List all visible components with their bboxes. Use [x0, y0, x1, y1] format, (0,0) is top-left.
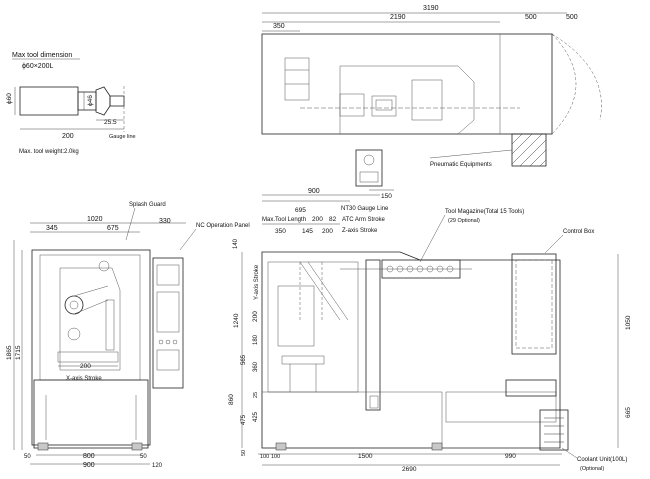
dim-900-top: 900	[308, 188, 320, 195]
dim-800: 800	[83, 453, 95, 460]
atc-stroke-label: ATC Arm Stroke	[342, 217, 386, 223]
dim-475: 475	[241, 414, 247, 425]
dim-675: 675	[107, 225, 119, 232]
tool-dia-outer: ϕ60	[6, 93, 13, 104]
dim-50b: 50	[140, 454, 147, 460]
tool-len-200: 200	[62, 133, 74, 140]
dim-150: 150	[381, 193, 392, 200]
pneumatic-label: Pneumatic Equipments	[430, 162, 492, 168]
dim-120: 120	[152, 463, 163, 469]
dim-425: 425	[253, 411, 259, 422]
dim-860: 860	[228, 394, 235, 405]
dim-180: 180	[253, 334, 259, 345]
dim-100a: 100	[260, 454, 269, 460]
dim-1865: 1865	[6, 345, 13, 360]
dim-500a: 500	[525, 14, 537, 21]
nt30-label: NT30 Gauge Line	[341, 206, 389, 212]
dim-82: 82	[329, 216, 337, 223]
coolant-optional: (Optional)	[580, 466, 604, 472]
dim-665: 665	[625, 407, 632, 418]
dim-3190: 3190	[423, 5, 439, 12]
tool-gauge-line: Gauge line	[109, 134, 136, 140]
tool-weight: Max. tool weight:2.0kg	[19, 149, 79, 155]
dim-2690: 2690	[402, 466, 417, 473]
dim-1050: 1050	[625, 315, 632, 330]
top-view: 3190 2190 500 500 350 Pneumatic Equipmen…	[261, 5, 602, 200]
dim-900-front: 900	[83, 462, 95, 469]
dim-360: 360	[253, 361, 259, 372]
control-box-label: Control Box	[563, 229, 594, 235]
dim-140: 140	[233, 238, 239, 249]
dim-25: 25	[253, 392, 259, 398]
y-stroke-label: Y-axis Stroke	[254, 264, 260, 300]
x-stroke-label: X-axis Stroke	[66, 376, 102, 382]
dim-990: 990	[505, 453, 516, 460]
dim-200a: 200	[312, 216, 323, 223]
dim-695: 695	[295, 207, 306, 214]
tool-magazine-label: Tool Magazine(Total 15 Tools)	[445, 209, 524, 215]
dim-1240: 1240	[233, 313, 240, 328]
max-tool-length-label: Max.Tool Length	[262, 217, 306, 223]
side-view: 695 NT30 Gauge Line Max.Tool Length 200 …	[228, 200, 632, 473]
dim-350: 350	[273, 23, 285, 30]
coolant-label: Coolant Unit(100L)	[577, 457, 627, 463]
nc-panel-label: NC Operation Panel	[196, 223, 250, 229]
front-view: 1020 330 345 675 Splash Guard NC Operati…	[6, 202, 250, 469]
dim-565: 565	[241, 354, 247, 365]
dim-350-side: 350	[275, 228, 286, 235]
tool-len-25: 25.5	[104, 119, 117, 126]
z-stroke-label: Z-axis Stroke	[342, 228, 378, 234]
dim-345: 345	[46, 225, 58, 232]
dim-1715: 1715	[15, 345, 22, 360]
dim-200c: 200	[252, 311, 259, 322]
optional-29-label: (29 Optional)	[448, 218, 480, 224]
dim-500b: 500	[566, 14, 578, 21]
dim-1020: 1020	[87, 216, 103, 223]
tool-title: Max tool dimension	[12, 52, 72, 59]
tool-spec: ϕ60×200L	[22, 63, 53, 70]
dim-145: 145	[302, 228, 313, 235]
dim-50-side: 50	[241, 450, 247, 456]
dim-330: 330	[159, 218, 171, 225]
dim-2190: 2190	[390, 14, 406, 21]
tool-dia-inner: ϕ46	[87, 95, 94, 106]
tool-detail: Max tool dimension ϕ60×200L ϕ60 ϕ46 25.5…	[6, 52, 136, 155]
dim-100b: 100	[271, 454, 280, 460]
dim-1500: 1500	[358, 453, 373, 460]
splash-guard-label: Splash Guard	[129, 202, 166, 208]
dim-200-front: 200	[80, 363, 91, 370]
dim-200b: 200	[322, 228, 333, 235]
dim-50a: 50	[24, 454, 31, 460]
